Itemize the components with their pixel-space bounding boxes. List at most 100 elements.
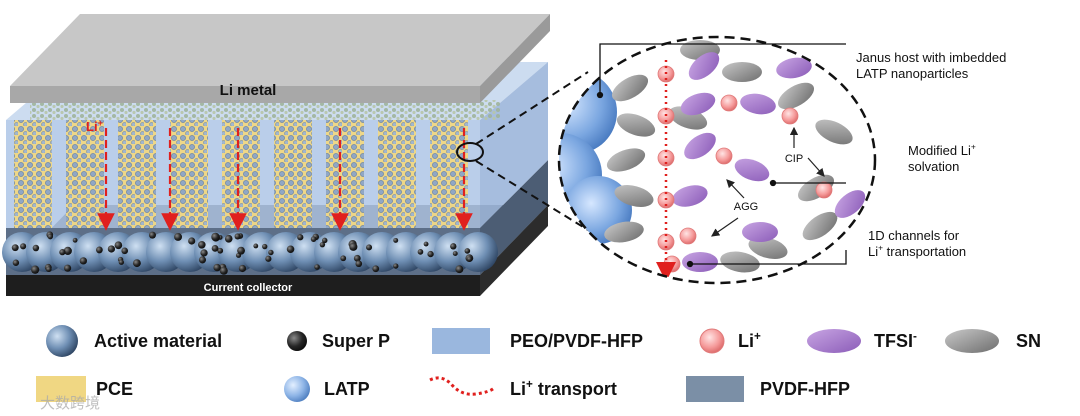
super-p-particle <box>286 245 295 254</box>
legend-pce-icon <box>36 376 86 402</box>
legend-sn-icon <box>945 329 999 353</box>
super-p-particle <box>427 250 434 258</box>
super-p-particle <box>366 244 373 251</box>
sn-molecule <box>748 237 788 259</box>
super-p-particle <box>466 256 473 262</box>
latp-particles <box>118 120 156 228</box>
callout-janus-line1: Janus host with imbedded <box>856 50 1007 65</box>
latp-particles <box>222 120 260 228</box>
super-p-particle <box>59 249 66 256</box>
super-p-particle <box>47 233 54 240</box>
super-p-particle <box>349 242 358 251</box>
callout-janus-line2: LATP nanoparticles <box>856 66 969 81</box>
legend-tfsi-label: TFSI- <box>874 330 917 351</box>
sn-molecule <box>802 211 838 241</box>
active-material-particle <box>458 232 498 272</box>
sn-molecule <box>815 119 853 145</box>
super-p-particle <box>188 237 196 245</box>
latp-particles <box>274 120 312 228</box>
super-p-particle <box>253 243 259 249</box>
super-p-particle <box>353 254 361 262</box>
super-p-particle <box>310 236 317 242</box>
zoom-line-top <box>475 71 589 145</box>
super-p-particle <box>32 244 40 252</box>
super-p-particle <box>174 232 183 241</box>
super-p-particle <box>211 232 220 242</box>
super-p-particle <box>314 264 320 270</box>
super-p-particle <box>45 266 52 273</box>
li-metal-slab <box>10 14 550 103</box>
latp-particles <box>326 120 364 228</box>
legend-pce-label: PCE <box>96 379 134 399</box>
sn-molecule <box>616 113 656 137</box>
li-ion <box>715 147 733 165</box>
latp-particles <box>170 120 208 228</box>
agg-arrow <box>711 217 739 237</box>
tfsi-anion <box>672 185 708 207</box>
agg-arrow <box>726 179 745 199</box>
super-p-particle <box>219 266 228 275</box>
legend <box>36 325 999 402</box>
tfsi-anion <box>680 92 716 116</box>
tfsi-anion <box>834 190 866 218</box>
zoom-marker <box>456 142 484 162</box>
super-p-particle <box>237 246 245 255</box>
super-p-particle <box>262 243 268 250</box>
legend-li-plus-icon <box>699 328 725 354</box>
legend-pvdf-hfp-label: PVDF-HFP <box>760 379 850 399</box>
agg-label: AGG <box>734 201 758 213</box>
legend-active-material-icon <box>46 325 78 357</box>
legend-li-plus-label: Li+ <box>738 330 761 351</box>
legend-super-p-label: Super P <box>322 331 391 351</box>
super-p-particle <box>213 263 221 272</box>
super-p-particle <box>217 247 224 254</box>
legend-tfsi-icon <box>807 329 861 353</box>
super-p-particle <box>455 265 464 274</box>
latp-particles <box>430 120 468 228</box>
sn-molecule <box>606 148 646 172</box>
battery-stack: Li metal Current collector Li+ <box>2 14 550 296</box>
tfsi-anion <box>740 93 776 115</box>
legend-active-material-label: Active material <box>94 331 223 351</box>
legend-peo-pvdf-hfp-icon <box>432 328 490 354</box>
cip-arrow <box>807 157 825 177</box>
callout-janus: Janus host with imbedded LATP nanopartic… <box>856 50 1006 82</box>
sn-molecule <box>720 251 760 273</box>
latp-particles <box>378 120 416 228</box>
callout-channels: 1D channels for Li+ transportation <box>868 228 966 260</box>
super-p-particle <box>464 248 471 254</box>
callout-solvation: Modified Li+ solvation <box>908 142 976 175</box>
super-p-particle <box>393 263 399 269</box>
super-p-particle <box>12 259 20 266</box>
super-p-particle <box>107 245 116 253</box>
watermark: 大数跨境 <box>40 394 101 412</box>
interface-layer <box>30 100 500 120</box>
super-p-particle <box>63 264 72 272</box>
super-p-particle <box>417 249 424 255</box>
latp-particle <box>559 70 617 154</box>
super-p-particle <box>265 255 272 262</box>
callout-channels-line1: 1D channels for <box>868 228 960 243</box>
tfsi-anion <box>734 158 770 182</box>
legend-super-p-icon <box>287 331 307 351</box>
sn-molecule <box>614 185 654 207</box>
cathode-layer <box>2 160 548 275</box>
tfsi-anion <box>776 57 812 79</box>
super-p-particle <box>114 241 123 250</box>
super-p-particle <box>297 234 304 241</box>
super-p-particle <box>11 244 19 252</box>
li-ion <box>679 227 697 245</box>
tfsi-anion <box>742 222 778 242</box>
cip-label: CIP <box>785 153 803 165</box>
legend-peo-pvdf-hfp-label: PEO/PVDF-HFP <box>510 331 644 351</box>
super-p-particle <box>118 259 124 265</box>
super-p-particle <box>355 260 363 268</box>
super-p-particle <box>450 243 457 250</box>
legend-latp-label: LATP <box>324 379 370 399</box>
tfsi-anion <box>684 132 716 160</box>
legend-sn-label: SN <box>1016 331 1042 351</box>
current-collector-label: Current collector <box>204 282 293 294</box>
callout-solvation-line2: solvation <box>908 159 960 174</box>
super-p-particle <box>200 249 208 257</box>
sn-molecule <box>722 62 762 82</box>
